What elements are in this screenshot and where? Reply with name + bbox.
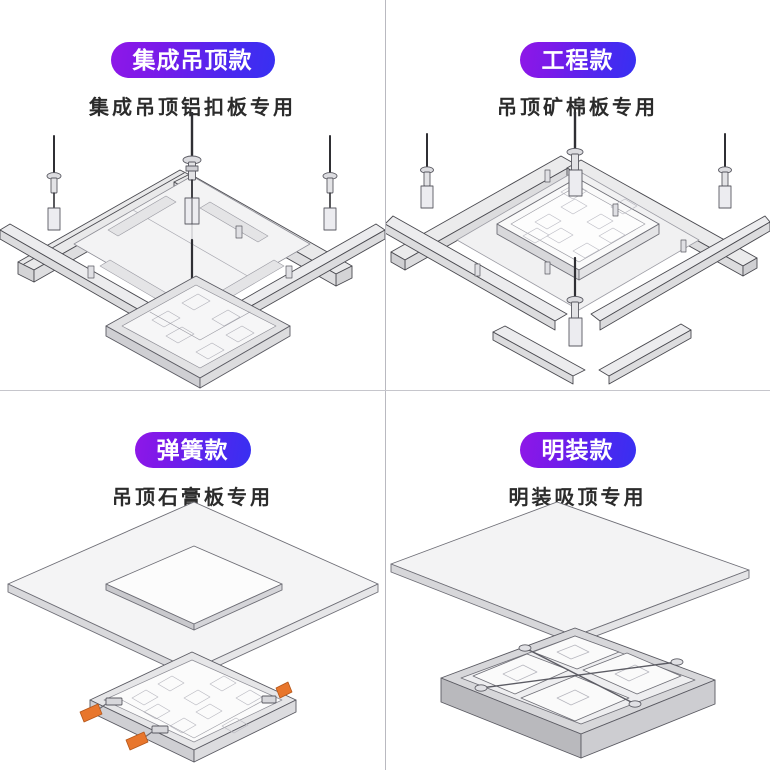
figure-gypsum-board-spring-clip-diagram xyxy=(0,502,385,770)
figure-mineral-wool-grid-diagram xyxy=(385,112,770,390)
subtitle-integrated-ceiling: 集成吊顶铝扣板专用 xyxy=(89,97,296,119)
figure-integrated-ceiling-grid-diagram xyxy=(0,112,385,390)
badge-spring: 弹簧款 xyxy=(134,432,251,468)
panel-header: 弹簧款 吊顶石膏板专用 xyxy=(0,390,385,510)
badge-engineering: 工程款 xyxy=(519,42,636,78)
panel-spring: 弹簧款 吊顶石膏板专用 xyxy=(0,390,385,770)
subtitle-engineering: 吊顶矿棉板专用 xyxy=(497,97,658,119)
vertical-divider xyxy=(385,0,386,770)
figure-surface-mount-box-diagram xyxy=(385,502,770,770)
panel-header: 工程款 吊顶矿棉板专用 xyxy=(385,0,770,120)
panel-engineering: 工程款 吊顶矿棉板专用 xyxy=(385,0,770,390)
panel-header: 明装款 明装吸顶专用 xyxy=(385,390,770,510)
badge-surface-mount: 明装款 xyxy=(519,432,636,468)
badge-integrated-ceiling: 集成吊顶款 xyxy=(110,42,275,78)
panel-integrated-ceiling: 集成吊顶款 集成吊顶铝扣板专用 xyxy=(0,0,385,390)
horizontal-divider xyxy=(0,390,770,391)
panel-header: 集成吊顶款 集成吊顶铝扣板专用 xyxy=(0,0,385,120)
subtitle-surface-mount: 明装吸顶专用 xyxy=(508,487,647,509)
panel-surface-mount: 明装款 明装吸顶专用 xyxy=(385,390,770,770)
subtitle-spring: 吊顶石膏板专用 xyxy=(112,487,273,509)
